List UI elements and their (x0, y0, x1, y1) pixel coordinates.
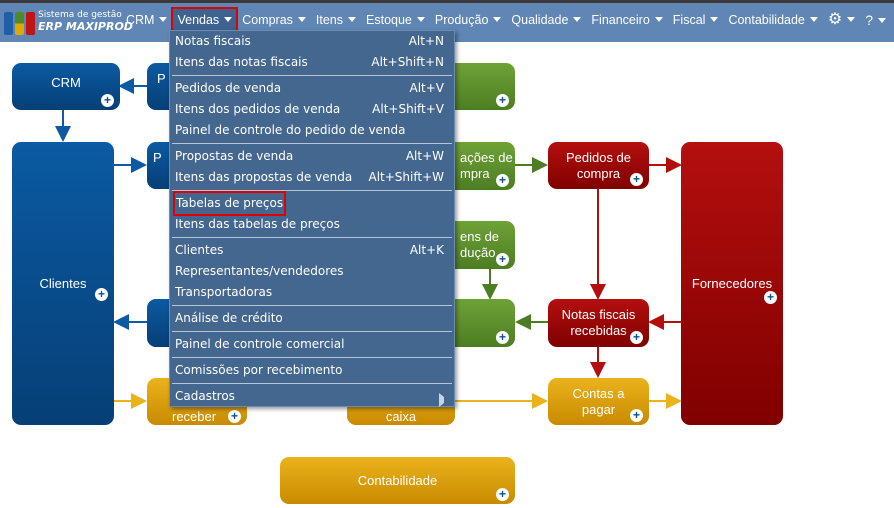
nav-vendas[interactable]: Vendas (171, 7, 239, 35)
menu-item-tabelas-de-precos[interactable]: Tabelas de preços (170, 191, 454, 216)
brand-line2: ERP MAXIPROD (38, 20, 133, 33)
logo-icon (4, 12, 35, 35)
menu-item-label: Itens das notas fiscais (175, 55, 308, 69)
clientes-label: Clientes (39, 275, 87, 291)
pedidos-compra-label: Pedidos de compra (565, 149, 632, 181)
menu-item-shortcut: Alt+K (409, 243, 444, 257)
receber-label: receber (172, 409, 217, 424)
menu-item-label: Clientes (175, 243, 224, 257)
contabilidade-label: Contabilidade (357, 472, 438, 488)
clientes-box[interactable]: Clientes + (12, 142, 114, 425)
notas-recebidas-label: Notas fiscais recebidas (561, 307, 636, 338)
menu-item-label: Cadastros (175, 389, 235, 403)
menu-item-shortcut: Alt+Shift+W (368, 170, 445, 184)
menu-item-itens-das-propostas-de-venda[interactable]: Itens das propostas de venda Alt+Shift+W (170, 167, 454, 188)
menu-separator (172, 383, 452, 384)
caixa-label: caixa (385, 409, 417, 424)
plus-icon[interactable]: + (95, 288, 108, 301)
menu-item-notas-fiscais[interactable]: Notas fiscais Alt+N (170, 31, 454, 52)
menu-item-painel-de-controle-comercial[interactable]: Painel de controle comercial (170, 334, 454, 355)
menu-item-clientes[interactable]: Clientes Alt+K (170, 240, 454, 261)
nav-estoque[interactable]: Estoque (362, 9, 429, 33)
help-icon[interactable]: ? (861, 9, 890, 33)
brand-line1: Sistema de gestão (38, 10, 122, 20)
box-label: P (157, 70, 166, 86)
menu-item-label: Notas fiscais (175, 34, 251, 48)
menu-item-label: Painel de controle do pedido de venda (175, 123, 406, 137)
menu-item-shortcut: Alt+W (405, 149, 444, 163)
contas-pagar-box[interactable]: Contas a pagar + (548, 378, 649, 425)
compras-label: ações de mpra (460, 150, 513, 181)
plus-icon[interactable]: + (630, 173, 643, 186)
menu-item-shortcut: Alt+Shift+V (372, 102, 444, 116)
menu-item-itens-dos-pedidos-de-venda[interactable]: Itens dos pedidos de venda Alt+Shift+V (170, 99, 454, 120)
plus-icon[interactable]: + (496, 331, 509, 344)
crm-label: CRM (51, 74, 81, 90)
menu-item-label: Itens das propostas de venda (175, 170, 353, 184)
fornecedores-box[interactable]: Fornecedores+ (681, 142, 783, 425)
menu-separator (172, 357, 452, 358)
menu-item-label: Análise de crédito (175, 311, 283, 325)
menu-item-comissoes-por-recebimento[interactable]: Comissões por recebimento (170, 360, 454, 381)
menu-item-label: Itens dos pedidos de venda (175, 102, 341, 116)
pedidos-compra-box[interactable]: Pedidos de compra+ (548, 142, 649, 189)
menu-item-label: Comissões por recebimento (175, 363, 343, 377)
nav-fiscal[interactable]: Fiscal (669, 9, 723, 33)
menu-item-shortcut: Alt+N (408, 34, 444, 48)
plus-icon[interactable]: + (101, 94, 114, 107)
nav-contabilidade[interactable]: Contabilidade (724, 9, 821, 33)
menu-item-label: Representantes/vendedores (175, 264, 344, 278)
menu-item-label: Painel de controle comercial (175, 337, 345, 351)
nav-producao[interactable]: Produção (431, 9, 506, 33)
plus-icon[interactable]: + (496, 174, 509, 187)
menu-item-propostas-de-venda[interactable]: Propostas de venda Alt+W (170, 146, 454, 167)
menu-item-label: Tabelas de preços (172, 191, 287, 216)
menu-item-painel-de-controle-do-pedido-de-venda[interactable]: Painel de controle do pedido de venda (170, 120, 454, 141)
menu-separator (172, 75, 452, 76)
producao-label: ens de dução (460, 229, 500, 260)
fornecedores-label: Fornecedores (691, 275, 773, 291)
notas-recebidas-box[interactable]: Notas fiscais recebidas+ (548, 299, 649, 347)
menu-item-itens-das-notas-fiscais[interactable]: Itens das notas fiscais Alt+Shift+N (170, 52, 454, 73)
crm-box[interactable]: CRM + (12, 63, 120, 110)
menu-item-label: Transportadoras (175, 285, 273, 299)
vendas-dropdown-menu: Notas fiscais Alt+N Itens das notas fiscai… (169, 30, 455, 407)
nav-qualidade[interactable]: Qualidade (507, 9, 585, 33)
plus-icon[interactable]: + (496, 94, 509, 107)
plus-icon[interactable]: + (228, 410, 241, 423)
menu-item-shortcut: Alt+V (409, 81, 444, 95)
menu-separator (172, 237, 452, 238)
menu-separator (172, 190, 452, 191)
menu-item-cadastros[interactable]: Cadastros (170, 386, 454, 407)
menu-item-shortcut: Alt+Shift+N (371, 55, 444, 69)
menu-item-label: Itens das tabelas de preços (175, 217, 340, 231)
nav-crm[interactable]: CRM (122, 9, 171, 33)
nav-menu-bar: CRM Vendas Compras Itens Estoque Produçã… (122, 7, 892, 35)
menu-item-pedidos-de-venda[interactable]: Pedidos de venda Alt+V (170, 78, 454, 99)
gear-icon[interactable]: ⚙ (824, 9, 859, 33)
plus-icon[interactable]: + (764, 291, 777, 304)
plus-icon[interactable]: + (496, 253, 509, 266)
nav-compras[interactable]: Compras (238, 9, 310, 33)
contas-pagar-label: Contas a pagar (572, 385, 625, 417)
nav-financeiro[interactable]: Financeiro (587, 9, 666, 33)
plus-icon[interactable]: + (496, 488, 509, 501)
menu-item-itens-das-tabelas-de-precos[interactable]: Itens das tabelas de preços (170, 214, 454, 235)
menu-item-label: Pedidos de venda (175, 81, 282, 95)
menu-separator (172, 143, 452, 144)
menu-separator (172, 331, 452, 332)
box-label: P (153, 149, 162, 165)
menu-separator (172, 305, 452, 306)
menu-item-representantes-vendedores[interactable]: Representantes/vendedores (170, 261, 454, 282)
contabilidade-box[interactable]: Contabilidade + (280, 457, 515, 504)
menu-item-label: Propostas de venda (175, 149, 294, 163)
menu-item-analise-de-credito[interactable]: Análise de crédito (170, 308, 454, 329)
submenu-arrow-icon (439, 393, 444, 407)
plus-icon[interactable]: + (630, 409, 643, 422)
nav-itens[interactable]: Itens (312, 9, 360, 33)
plus-icon[interactable]: + (630, 331, 643, 344)
menu-item-transportadoras[interactable]: Transportadoras (170, 282, 454, 303)
